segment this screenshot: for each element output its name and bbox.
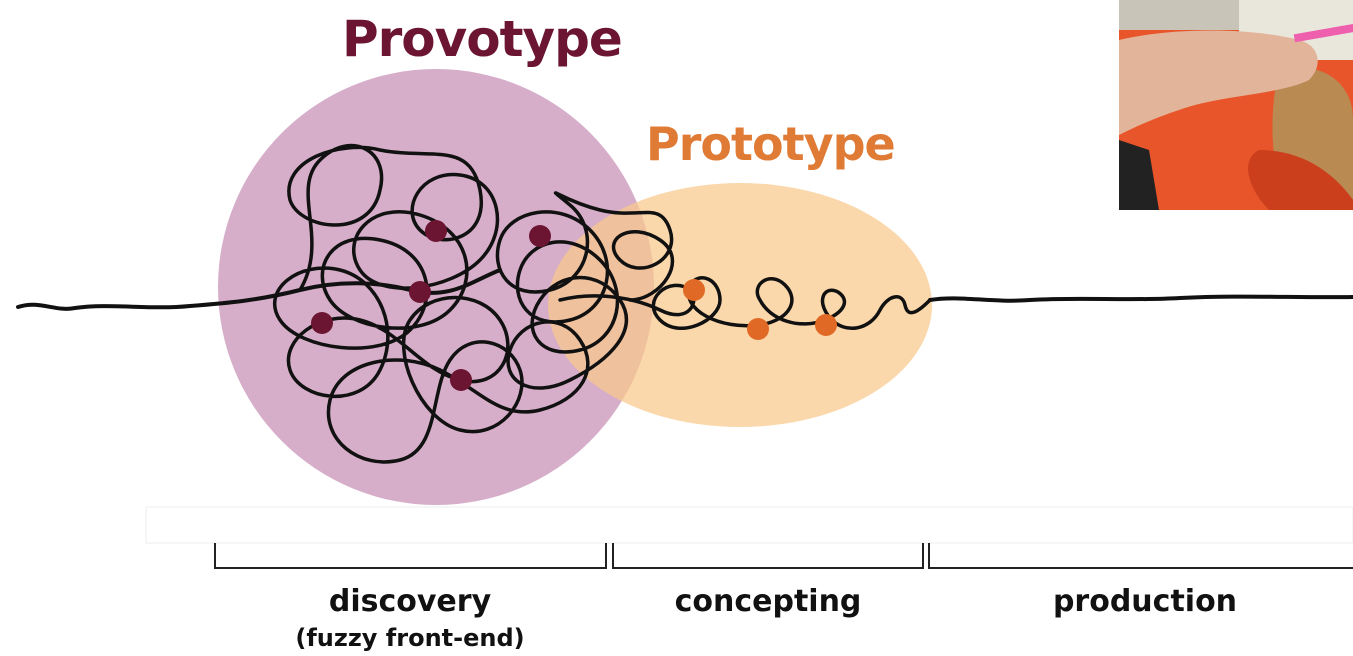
bracket-concepting xyxy=(612,543,924,569)
webcam-photo xyxy=(1119,0,1353,210)
provotype-dot xyxy=(450,369,472,391)
webcam-thumbnail xyxy=(1119,0,1353,210)
prototype-title: Prototype xyxy=(646,117,895,171)
bracket-discovery xyxy=(214,543,607,569)
phase-label-discovery: discovery xyxy=(329,584,492,619)
provotype-dot xyxy=(425,220,447,242)
prototype-dot xyxy=(683,279,705,301)
provotype-dot xyxy=(311,312,333,334)
phase-brackets xyxy=(214,543,1353,569)
phase-sublabel-discovery: (fuzzy front-end) xyxy=(295,624,524,652)
tangle-scribble xyxy=(272,143,675,464)
prototype-dot xyxy=(815,314,837,336)
prototype-dots xyxy=(683,279,837,340)
prototype-ellipse xyxy=(548,183,932,427)
phase-band xyxy=(145,506,1353,544)
phase-label-concepting: concepting xyxy=(675,584,862,619)
phase-label-production: production xyxy=(1053,584,1237,619)
provotype-title: Provotype xyxy=(342,10,622,68)
provotype-dots xyxy=(311,220,551,391)
provotype-dot xyxy=(529,225,551,247)
provotype-dot xyxy=(409,281,431,303)
prototype-dot xyxy=(747,318,769,340)
bracket-production xyxy=(928,543,1353,569)
